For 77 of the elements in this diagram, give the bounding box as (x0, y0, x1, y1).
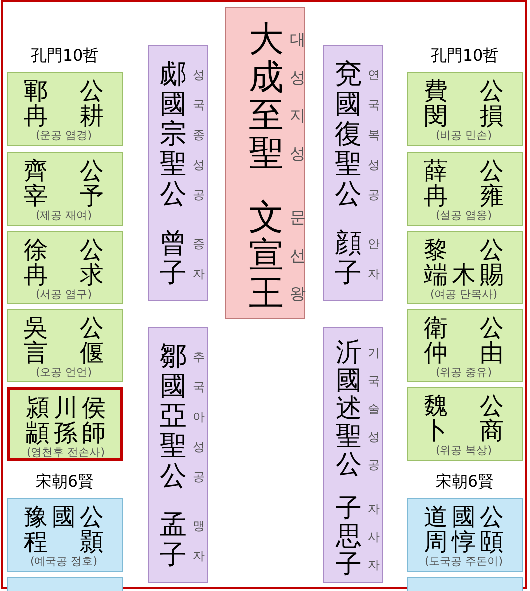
name-card (7, 72, 123, 146)
title-text: 薛公 (424, 159, 504, 183)
reading-text: (위공 복상) (434, 445, 494, 456)
title-text: 顔子 (335, 229, 363, 289)
title-column (225, 7, 305, 319)
reading-text: 문선왕 (290, 207, 307, 305)
name-text: 仲由 (424, 341, 504, 365)
title-column (148, 327, 208, 583)
reading-text: (도국공 주돈이) (424, 556, 504, 567)
name-text: 宰予 (24, 184, 104, 208)
name-card (407, 387, 523, 461)
reading-text: 맹자 (193, 518, 206, 565)
name-text: 冉雍 (424, 184, 504, 208)
title-text: 沂國述聖公 (336, 339, 363, 479)
name-text: 卜商 (424, 419, 504, 443)
name-text: 程顥 (24, 530, 104, 554)
name-text: 冉求 (24, 263, 104, 287)
name-card (407, 152, 523, 226)
name-card (7, 498, 123, 572)
reading-text: (서공 염구) (34, 289, 94, 300)
reading-text: (위공 중유) (434, 367, 494, 378)
highlighted-card (7, 387, 123, 461)
name-card (7, 152, 123, 226)
reading-text: (영천후 전손사) (26, 447, 106, 458)
reading-text: 성국종성공 (193, 67, 206, 204)
group-heading: 宋朝6賢 (434, 472, 496, 493)
title-text: 衛公 (424, 316, 504, 340)
reading-text: (여공 단목사) (429, 289, 499, 300)
title-text: 郕國宗聖公 (160, 60, 188, 210)
name-text: 言偃 (24, 341, 104, 365)
title-column (323, 327, 383, 583)
name-card (407, 498, 523, 572)
name-text: 端木賜 (424, 263, 504, 287)
name-card (7, 231, 123, 304)
name-text: 冉耕 (24, 104, 104, 128)
title-text: 兗國復聖公 (335, 60, 363, 210)
group-heading: 孔門10哲 (430, 46, 500, 67)
reading-text: 연국복성공 (368, 67, 381, 204)
reading-text: (예국공 정호) (29, 556, 99, 567)
reading-text: (운공 염경) (34, 130, 94, 141)
title-text: 孟子 (160, 511, 188, 571)
name-text: 周惇頤 (424, 530, 504, 554)
title-text: 黎公 (424, 238, 504, 262)
name-card (7, 309, 123, 382)
name-card (407, 72, 523, 146)
title-text: 曾子 (160, 229, 188, 289)
reading-text: 추국아성공 (193, 349, 206, 486)
title-text: 鄒國亞聖公 (160, 342, 188, 492)
title-text: 魏公 (424, 394, 504, 418)
reading-text: 기국술성공 (368, 345, 381, 474)
title-text: 齊公 (24, 159, 104, 183)
reading-text: 증자 (193, 236, 206, 283)
reading-text: (제공 재여) (34, 210, 94, 221)
reading-text: (비공 민손) (434, 130, 494, 141)
title-text: 費公 (424, 79, 504, 103)
title-text: 大成至聖 (249, 21, 285, 173)
reading-text: 자사자 (368, 501, 381, 574)
name-text: 顓孫師 (26, 421, 106, 445)
title-text: 豫國公 (24, 505, 104, 529)
name-text: 閔損 (424, 104, 504, 128)
name-card (407, 309, 523, 382)
name-card (407, 231, 523, 304)
title-text: 潁川侯 (26, 396, 106, 420)
reading-text: 대성지성 (290, 29, 307, 165)
group-heading: 孔門10哲 (30, 46, 100, 67)
group-heading: 宋朝6賢 (34, 472, 96, 493)
reading-text: (오공 언언) (34, 367, 94, 378)
title-text: 文宣王 (249, 199, 285, 313)
title-column (148, 45, 208, 301)
title-text: 鄆公 (24, 79, 104, 103)
title-text: 道國公 (424, 505, 504, 529)
reading-text: 안자 (368, 236, 381, 283)
reading-text: (설공 염옹) (434, 210, 494, 221)
title-text: 徐公 (24, 238, 104, 262)
title-text: 子思子 (336, 495, 363, 579)
title-text: 吳公 (24, 316, 104, 340)
title-column (323, 45, 383, 301)
